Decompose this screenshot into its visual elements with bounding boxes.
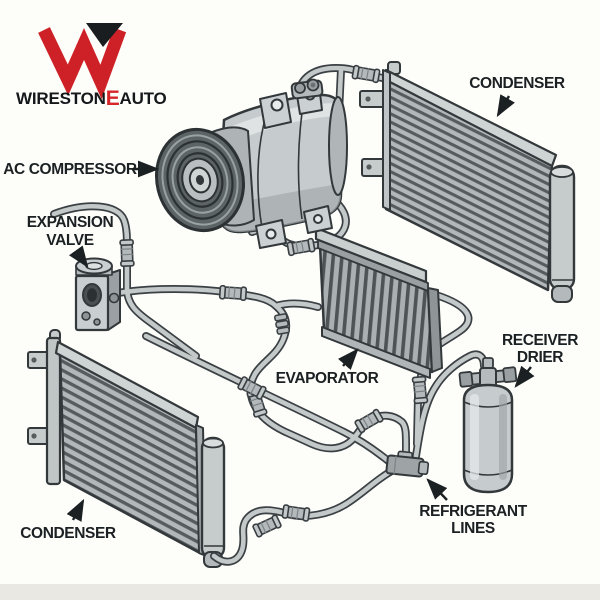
label-evaporator: EVAPORATOR: [276, 370, 379, 387]
arrow-condenser-bottom: [66, 498, 85, 522]
label-condenser-bottom: CONDENSER: [20, 525, 116, 542]
arrow-evaporator: [338, 348, 359, 370]
receiver-drier-illustration: [458, 357, 518, 494]
arrow-refrigerant-lines: [426, 478, 448, 501]
condenser-top-illustration: [359, 61, 576, 303]
brand-name: WIRESTONEAUTO: [16, 87, 167, 110]
callouts: AC COMPRESSOR CONDENSER EXPANSION VALVE …: [3, 75, 578, 542]
label-ac-compressor: AC COMPRESSOR: [3, 161, 137, 178]
label-refrigerant-lines-2: LINES: [451, 520, 495, 537]
w-mark-icon: [38, 23, 127, 100]
footer-band: [0, 584, 600, 600]
arrow-condenser-top: [496, 94, 515, 118]
label-condenser-top: CONDENSER: [469, 75, 565, 92]
label-refrigerant-lines-1: REFRIGERANT: [419, 503, 527, 520]
brand-logo: WIRESTONEAUTO: [16, 23, 167, 110]
refrigerant-lines-front: [210, 450, 430, 566]
condenser-bottom-illustration: [27, 329, 226, 568]
arrow-expansion-valve: [69, 245, 89, 268]
arrow-receiver-drier: [514, 365, 535, 388]
label-expansion-valve-2: VALVE: [46, 232, 93, 249]
expansion-valve-illustration: [74, 257, 121, 332]
label-receiver-drier-1: RECEIVER: [502, 332, 578, 349]
ac-compressor-illustration: [154, 78, 348, 249]
evaporator-illustration: [314, 226, 443, 379]
line-junction-block: [385, 450, 430, 478]
compressor-pulley: [154, 127, 246, 233]
label-expansion-valve-1: EXPANSION: [27, 214, 114, 231]
label-receiver-drier-2: DRIER: [517, 349, 563, 366]
